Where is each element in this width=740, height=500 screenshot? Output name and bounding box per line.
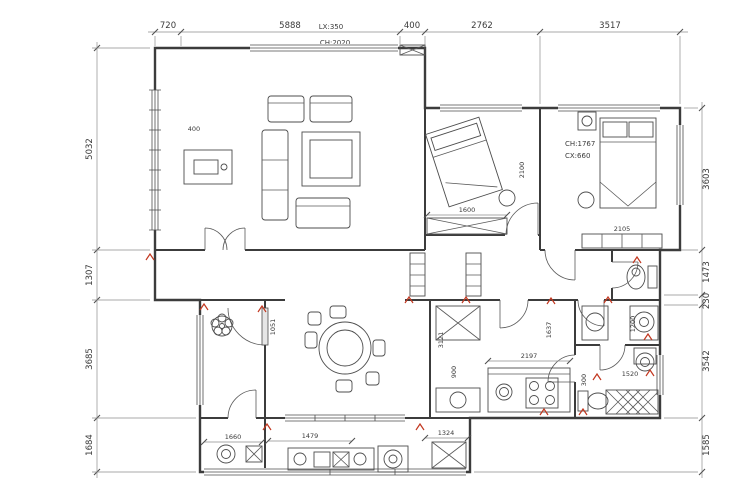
dim-label: 1684: [85, 434, 95, 456]
interior-walls: [155, 108, 660, 472]
floor-drain: [245, 445, 263, 463]
pantry-w-dim: 900: [450, 366, 458, 378]
ceiling-height-note: CH:1767: [565, 140, 595, 148]
sofa-set: [261, 95, 353, 229]
dim-label: 3603: [702, 168, 712, 190]
bed-2: [599, 117, 657, 209]
dresser: [581, 233, 663, 249]
balcony-counter: [287, 447, 375, 471]
side-table: [498, 189, 516, 207]
study-room: 1051: [210, 313, 277, 337]
windows: [149, 44, 684, 476]
living-top-window: [250, 44, 398, 52]
bathtub: [605, 389, 659, 415]
bed1-depth-dim: 2100: [518, 162, 526, 179]
living-room: 400: [183, 44, 426, 229]
red-marker: [145, 252, 655, 431]
bath-window: [656, 355, 664, 395]
laundry-room: 1660: [200, 433, 266, 464]
bedroom-2: CH:1767 CX:660 2105: [565, 111, 663, 249]
bathroom: 1200 1520 300: [577, 305, 659, 415]
dim-chain-left: 5032 1307 3685 1684: [85, 42, 196, 478]
chair: [577, 191, 595, 209]
hall-cabinets: [409, 252, 482, 297]
laundry-dim: 1660: [225, 433, 242, 441]
bedroom2-side-window: [676, 125, 684, 205]
tv-cabinet: [183, 149, 233, 185]
dim-label: 1473: [702, 261, 712, 283]
living-note: 400: [188, 125, 200, 133]
dim-label: 3542: [702, 350, 712, 372]
toilet-tank: [647, 265, 658, 289]
sliding-door: [285, 414, 405, 422]
toilet-icon: [626, 264, 646, 290]
nightstand: [577, 111, 597, 131]
chair: [304, 331, 318, 349]
water-heater: [581, 305, 609, 341]
dim-chain-top: 720 5888 400 2762 3517 LX:350 CH:2020: [148, 21, 688, 104]
chair: [365, 371, 380, 386]
stove-icon: [525, 377, 559, 409]
balcony-glazing: [204, 468, 466, 476]
dim-label: 5888: [279, 21, 301, 31]
bed-1: [425, 116, 503, 208]
fridge: [435, 305, 481, 341]
dim-chain-right: 3603 1473 230 3542 1585: [474, 102, 712, 478]
toilet-room: [626, 264, 658, 290]
balcony-dim-b: 1324: [438, 429, 455, 437]
beam-note-line2: CH:2020: [320, 39, 350, 47]
wash-basin: [216, 444, 236, 464]
coffee-table: [301, 131, 361, 187]
chair: [329, 305, 347, 319]
dining-room: [304, 305, 386, 393]
dim-label: 3517: [599, 21, 621, 31]
balcony: 1479 1324: [264, 429, 472, 473]
dim-label: 230: [702, 293, 712, 309]
dim-label: 1307: [85, 264, 95, 286]
dresser-dim: 2105: [614, 225, 631, 233]
bay-window: [149, 89, 161, 231]
bath-len-dim: 1520: [622, 370, 639, 378]
dim-label: 1585: [702, 434, 712, 456]
chair: [335, 379, 353, 393]
wardrobe-1: [426, 217, 508, 235]
counter-dim: 2197: [521, 352, 538, 360]
chair: [372, 339, 386, 357]
pantry-len-dim: 3121: [437, 332, 445, 349]
chair: [307, 311, 322, 326]
wardrobe-dim: 1600: [459, 206, 476, 214]
bath-w-dim: 1200: [629, 316, 637, 333]
bath-gap-dim: 300: [580, 374, 588, 386]
study-door-dim: 1051: [269, 319, 277, 336]
balcony-dim-a: 1479: [302, 432, 319, 440]
pantry-cabinet: [435, 387, 481, 413]
toilet-icon-2: [577, 390, 609, 412]
cx-note: CX:660: [565, 152, 590, 160]
hall-door-dim: 1637: [545, 322, 553, 339]
storage-unit: [431, 441, 467, 469]
kitchen: 2197 3121 900 1637: [435, 305, 574, 413]
bedroom1-window: [440, 104, 522, 112]
plant-icon: [210, 313, 234, 337]
kitchen-counter: [487, 367, 571, 413]
dim-label: 3685: [85, 348, 95, 370]
washer-icon: [377, 445, 409, 473]
dim-label: 720: [160, 21, 176, 31]
dim-label: 2762: [471, 21, 493, 31]
study-door-leaf: [261, 307, 269, 346]
red-markers: [145, 252, 655, 431]
dining-table: [318, 321, 372, 375]
dim-label: 5032: [85, 138, 95, 160]
door-swings: [204, 202, 639, 419]
sink-icon: [495, 383, 513, 401]
study-window: [196, 315, 204, 405]
column: [399, 44, 426, 56]
bedroom2-window: [558, 104, 660, 112]
basin-icon: [633, 347, 657, 372]
beam-note-line1: LX:350: [319, 23, 343, 31]
dim-label: 400: [404, 21, 420, 31]
bedroom-1: 1600 2100: [423, 116, 526, 235]
